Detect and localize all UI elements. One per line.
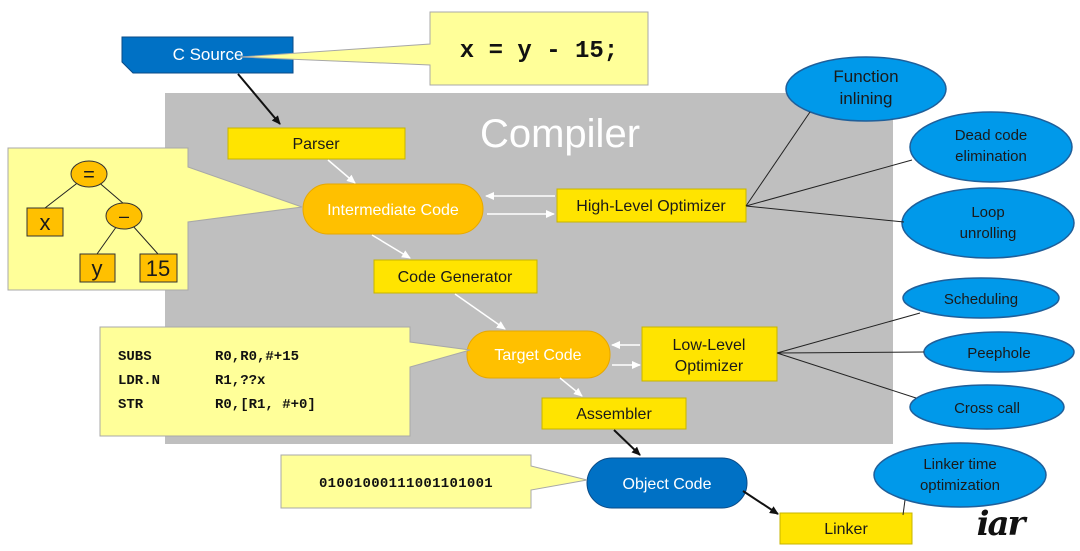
- tree-y-node: [79, 253, 116, 283]
- high-level-optimizer-label: High-Level Optimizer: [576, 198, 726, 215]
- function-inlining-bubble: Function inlining: [785, 56, 947, 122]
- assembler-box: Assembler: [541, 397, 687, 430]
- loop-unrolling-bubble: Loop unrolling: [901, 187, 1075, 259]
- high-opt-connectors: [745, 111, 913, 223]
- linker-label: Linker: [824, 521, 868, 538]
- syntax-tree-callout: = x – y 15: [7, 147, 303, 291]
- scheduling-label: Scheduling: [944, 291, 1018, 308]
- peephole-label: Peephole: [967, 345, 1030, 362]
- flow-arrows-black: [237, 73, 779, 515]
- low-opt-connectors: [776, 312, 925, 399]
- intermediate-code-node: Intermediate Code: [302, 183, 484, 235]
- dead-code-line2: elimination: [955, 148, 1027, 165]
- asm-op-3: STR: [118, 397, 144, 413]
- cross-call-bubble: Cross call: [909, 384, 1065, 430]
- tree-x-node: [26, 207, 64, 237]
- parser-box: Parser: [227, 127, 406, 160]
- asm-op-1: SUBS: [118, 349, 152, 365]
- tree-const-node: [139, 253, 178, 283]
- peephole-bubble: Peephole: [923, 331, 1075, 373]
- dead-code-bubble: Dead code elimination: [909, 111, 1073, 183]
- c-source-box: C Source: [121, 36, 294, 74]
- linker-box: Linker: [779, 512, 913, 545]
- code-generator-label: Code Generator: [398, 269, 513, 286]
- object-code-label: Object Code: [623, 476, 712, 493]
- loop-unrolling-line1: Loop: [971, 204, 1004, 221]
- c-source-label: C Source: [173, 45, 244, 64]
- linker-connector: [902, 499, 906, 516]
- target-code-label: Target Code: [494, 347, 581, 364]
- tree-minus-text: –: [119, 206, 129, 226]
- object-code-node: Object Code: [586, 457, 748, 509]
- tree-const-text: 15: [146, 256, 170, 281]
- function-inlining-line1: Function: [833, 67, 898, 86]
- low-level-optimizer-label-2: Optimizer: [675, 358, 744, 375]
- low-level-optimizer-label-1: Low-Level: [673, 337, 746, 354]
- binary-callout: 01001000111001101001: [280, 454, 588, 509]
- high-level-optimizer-box: High-Level Optimizer: [556, 188, 747, 223]
- compiler-title: Compiler: [480, 112, 640, 156]
- binary-text: 01001000111001101001: [319, 476, 493, 492]
- cross-call-label: Cross call: [954, 400, 1020, 417]
- parser-label: Parser: [292, 136, 340, 153]
- source-code-text: x = y - 15;: [460, 38, 618, 65]
- linker-time-line2: optimization: [920, 477, 1000, 494]
- tree-y-text: y: [92, 256, 103, 281]
- linker-time-line1: Linker time: [923, 456, 996, 473]
- tree-minus-node: [105, 202, 143, 230]
- iar-logo-text: iar: [977, 504, 1028, 544]
- assembler-label: Assembler: [576, 406, 652, 423]
- loop-unrolling-line2: unrolling: [960, 225, 1017, 242]
- iar-logo: iar: [977, 504, 1030, 544]
- flow-arrows-white: [327, 159, 641, 397]
- linker-time-bubble: Linker time optimization: [873, 442, 1047, 508]
- asm-args-3: R0,[R1, #+0]: [215, 397, 316, 413]
- dead-code-line1: Dead code: [955, 127, 1028, 144]
- assembly-callout: SUBS R0,R0,#+15 LDR.N R1,??x STR R0,[R1,…: [99, 326, 471, 437]
- asm-args-1: R0,R0,#+15: [215, 349, 299, 365]
- scheduling-bubble: Scheduling: [902, 277, 1060, 319]
- asm-op-2: LDR.N: [118, 373, 160, 389]
- tree-root-text: =: [83, 164, 95, 186]
- intermediate-code-label: Intermediate Code: [327, 202, 459, 219]
- code-generator-box: Code Generator: [373, 259, 538, 294]
- low-level-optimizer-box: Low-Level Optimizer: [641, 326, 778, 382]
- tree-root-node: [70, 160, 108, 188]
- asm-args-2: R1,??x: [215, 373, 266, 389]
- function-inlining-line2: inlining: [840, 89, 893, 108]
- source-code-callout: x = y - 15;: [239, 11, 649, 86]
- tree-x-text: x: [40, 210, 51, 235]
- target-code-node: Target Code: [466, 330, 611, 379]
